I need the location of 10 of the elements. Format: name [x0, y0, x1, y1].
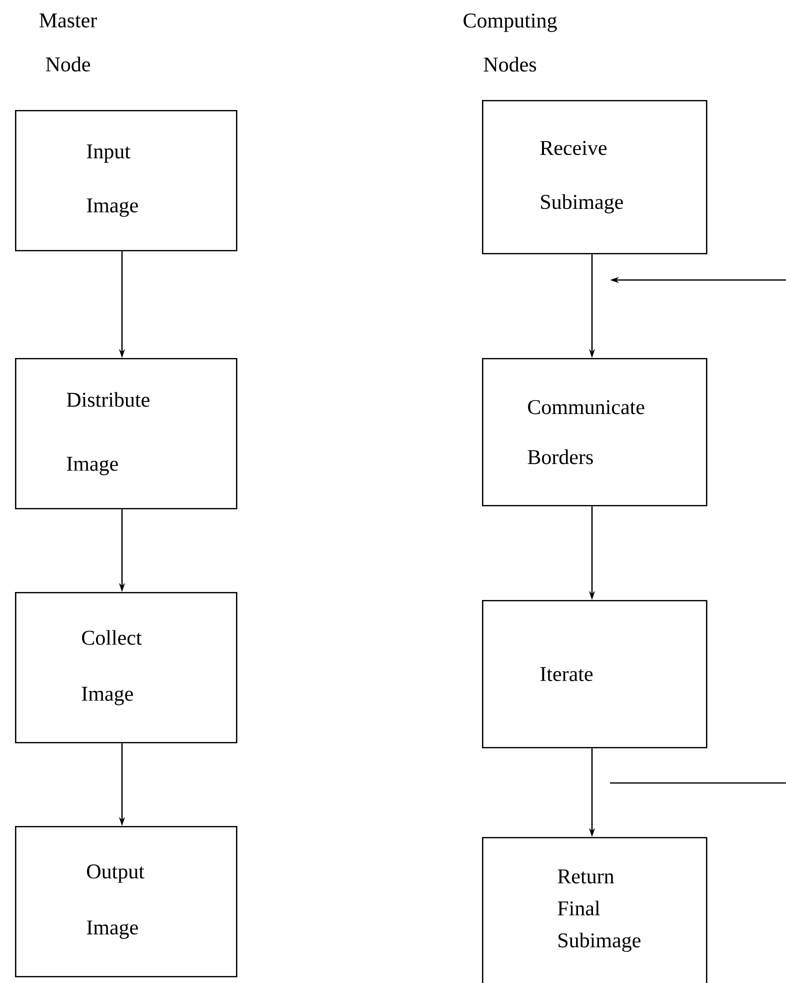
process-box: Collect Image	[15, 592, 238, 744]
process-box: Receive Subimage	[482, 100, 708, 254]
heading: Master Node	[39, 14, 97, 72]
heading: Computing Nodes	[464, 14, 557, 72]
process-box: Communicate Borders	[482, 358, 708, 506]
process-box: Iterate	[482, 600, 708, 748]
process-box: Return Final Subimage	[482, 837, 708, 983]
process-box: Input Image	[15, 110, 238, 252]
process-box: Output Image	[15, 826, 238, 978]
process-box: Distribute Image	[15, 358, 238, 510]
